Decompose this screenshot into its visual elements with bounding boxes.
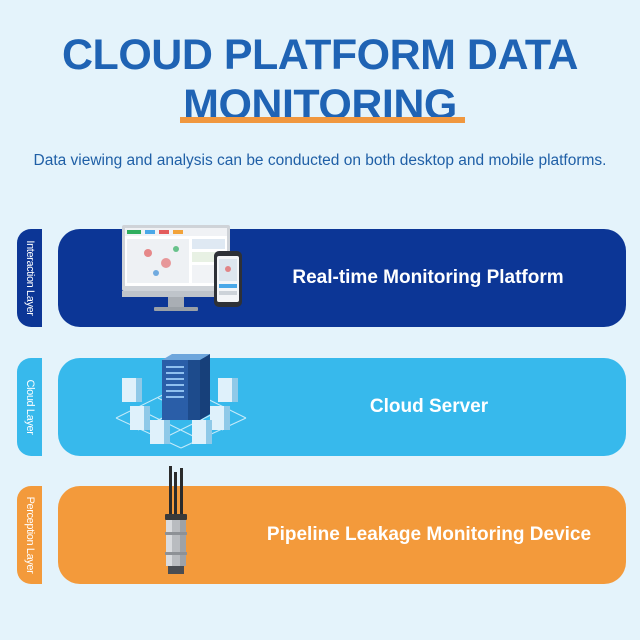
page-subtitle: Data viewing and analysis can be conduct… [33, 152, 607, 169]
antenna-device-icon [165, 466, 187, 574]
layer-tab-label: Perception Layer [23, 496, 36, 574]
layer-label: Cloud Server [369, 396, 489, 417]
server-rack-icon [115, 354, 247, 449]
layer-tab-label: Interaction Layer [23, 240, 36, 316]
layer-bar-perception: Pipeline Leakage Monitoring Device [58, 466, 626, 584]
layer-tab-label: Cloud Layer [23, 379, 36, 435]
layer-label: Real-time Monitoring Platform [292, 267, 564, 288]
title-underline [180, 117, 465, 123]
page-title-line1: CLOUD PLATFORM DATA [62, 31, 578, 79]
monitor-and-phone-icon [122, 225, 242, 311]
layer-tab-interaction: Interaction Layer [17, 229, 42, 327]
layer-label: Pipeline Leakage Monitoring Device [266, 524, 592, 545]
layer-tab-perception: Perception Layer [17, 486, 42, 584]
layer-bar-interaction: Real-time Monitoring Platform [58, 225, 626, 327]
layer-tab-cloud: Cloud Layer [17, 358, 42, 456]
layer-bar-cloud: Cloud Server [58, 354, 626, 456]
